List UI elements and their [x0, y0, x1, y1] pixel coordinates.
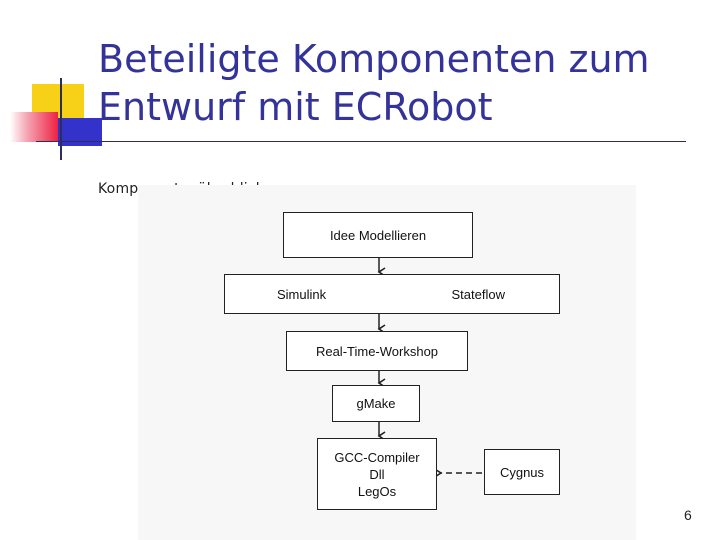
- label-simulink: Simulink: [277, 286, 327, 302]
- slide-title: Beteiligte Komponenten zum Entwurf mit E…: [98, 35, 698, 131]
- label-stateflow: Stateflow: [451, 286, 505, 302]
- box-gcc-compiler: GCC-Compiler Dll LegOs: [317, 438, 437, 510]
- box-cygnus: Cygnus: [484, 449, 560, 495]
- slide-title-line-1: Beteiligte Komponenten zum: [98, 37, 650, 81]
- decor-red-bar: [10, 112, 58, 142]
- label-dll: Dll: [369, 466, 385, 482]
- box-simulink-stateflow: Simulink Stateflow: [224, 274, 560, 314]
- label-gcc-compiler: GCC-Compiler: [334, 449, 420, 465]
- title-underline: [36, 141, 686, 142]
- label-legos: LegOs: [357, 483, 397, 499]
- toolchain-diagram: Idee Modellieren Simulink Stateflow Real…: [138, 185, 636, 540]
- box-idee-modellieren: Idee Modellieren: [283, 212, 473, 258]
- box-real-time-workshop: Real-Time-Workshop: [286, 331, 468, 371]
- page-number: 6: [684, 507, 692, 523]
- slide-title-line-2: Entwurf mit ECRobot: [98, 85, 493, 129]
- box-gmake: gMake: [332, 385, 420, 422]
- decor-vertical-line: [60, 78, 62, 160]
